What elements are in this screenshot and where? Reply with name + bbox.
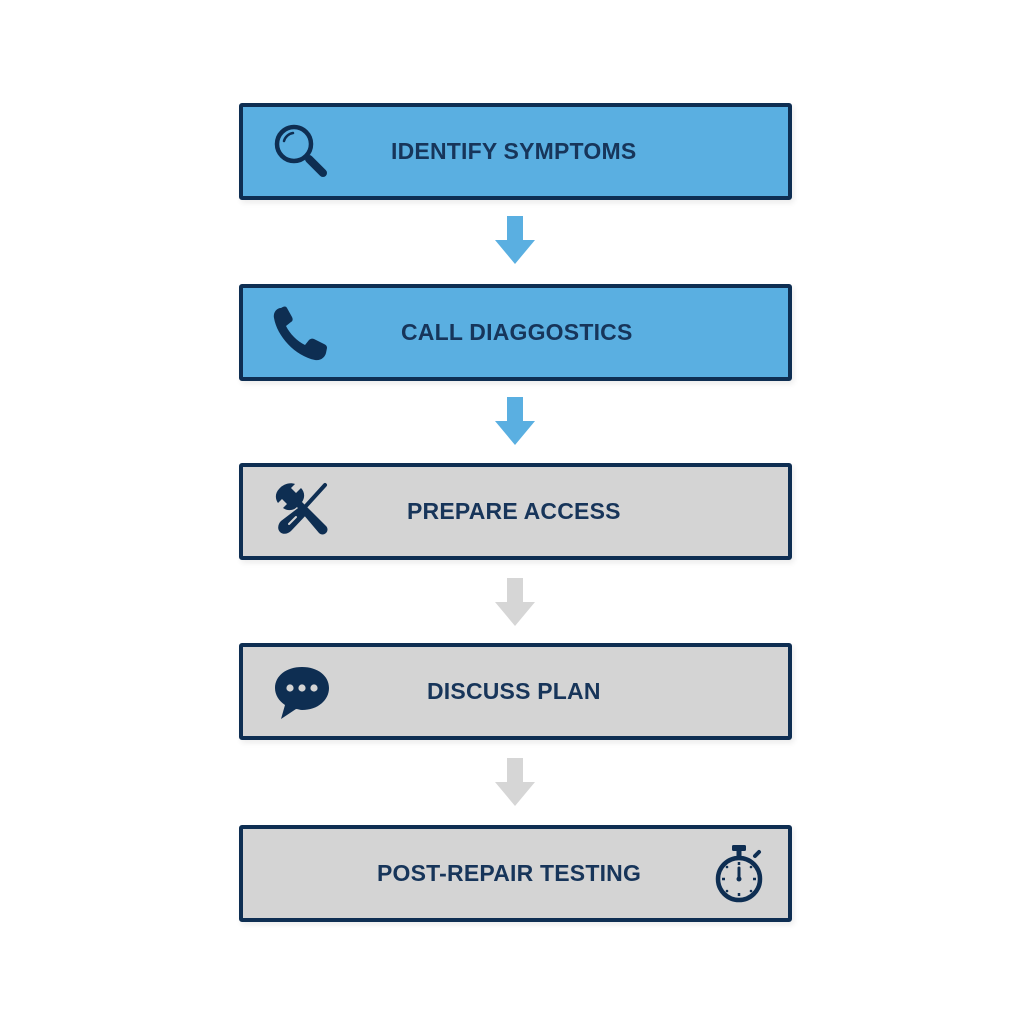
down-arrow-icon <box>493 395 537 447</box>
down-arrow-icon <box>493 756 537 808</box>
step-label: CALL DIAGGOSTICS <box>401 319 633 345</box>
step-post-repair-testing: POST-REPAIR TESTING <box>239 825 792 922</box>
magnifying-glass-icon <box>269 119 335 185</box>
down-arrow-icon <box>493 576 537 628</box>
step-label: PREPARE ACCESS <box>407 498 621 524</box>
step-prepare-access: PREPARE ACCESS <box>239 463 792 560</box>
step-label: IDENTIFY SYMPTOMS <box>391 138 637 164</box>
step-label: DISCUSS PLAN <box>427 678 601 704</box>
down-arrow-icon <box>493 214 537 266</box>
speech-bubble-icon <box>269 659 335 725</box>
phone-icon <box>269 300 335 366</box>
step-label: POST-REPAIR TESTING <box>377 860 642 886</box>
step-call-diagnostics: CALL DIAGGOSTICS <box>239 284 792 381</box>
step-identify-symptoms: IDENTIFY SYMPTOMS <box>239 103 792 200</box>
stopwatch-icon <box>706 841 772 907</box>
step-discuss-plan: DISCUSS PLAN <box>239 643 792 740</box>
wrench-screwdriver-icon <box>269 479 335 545</box>
